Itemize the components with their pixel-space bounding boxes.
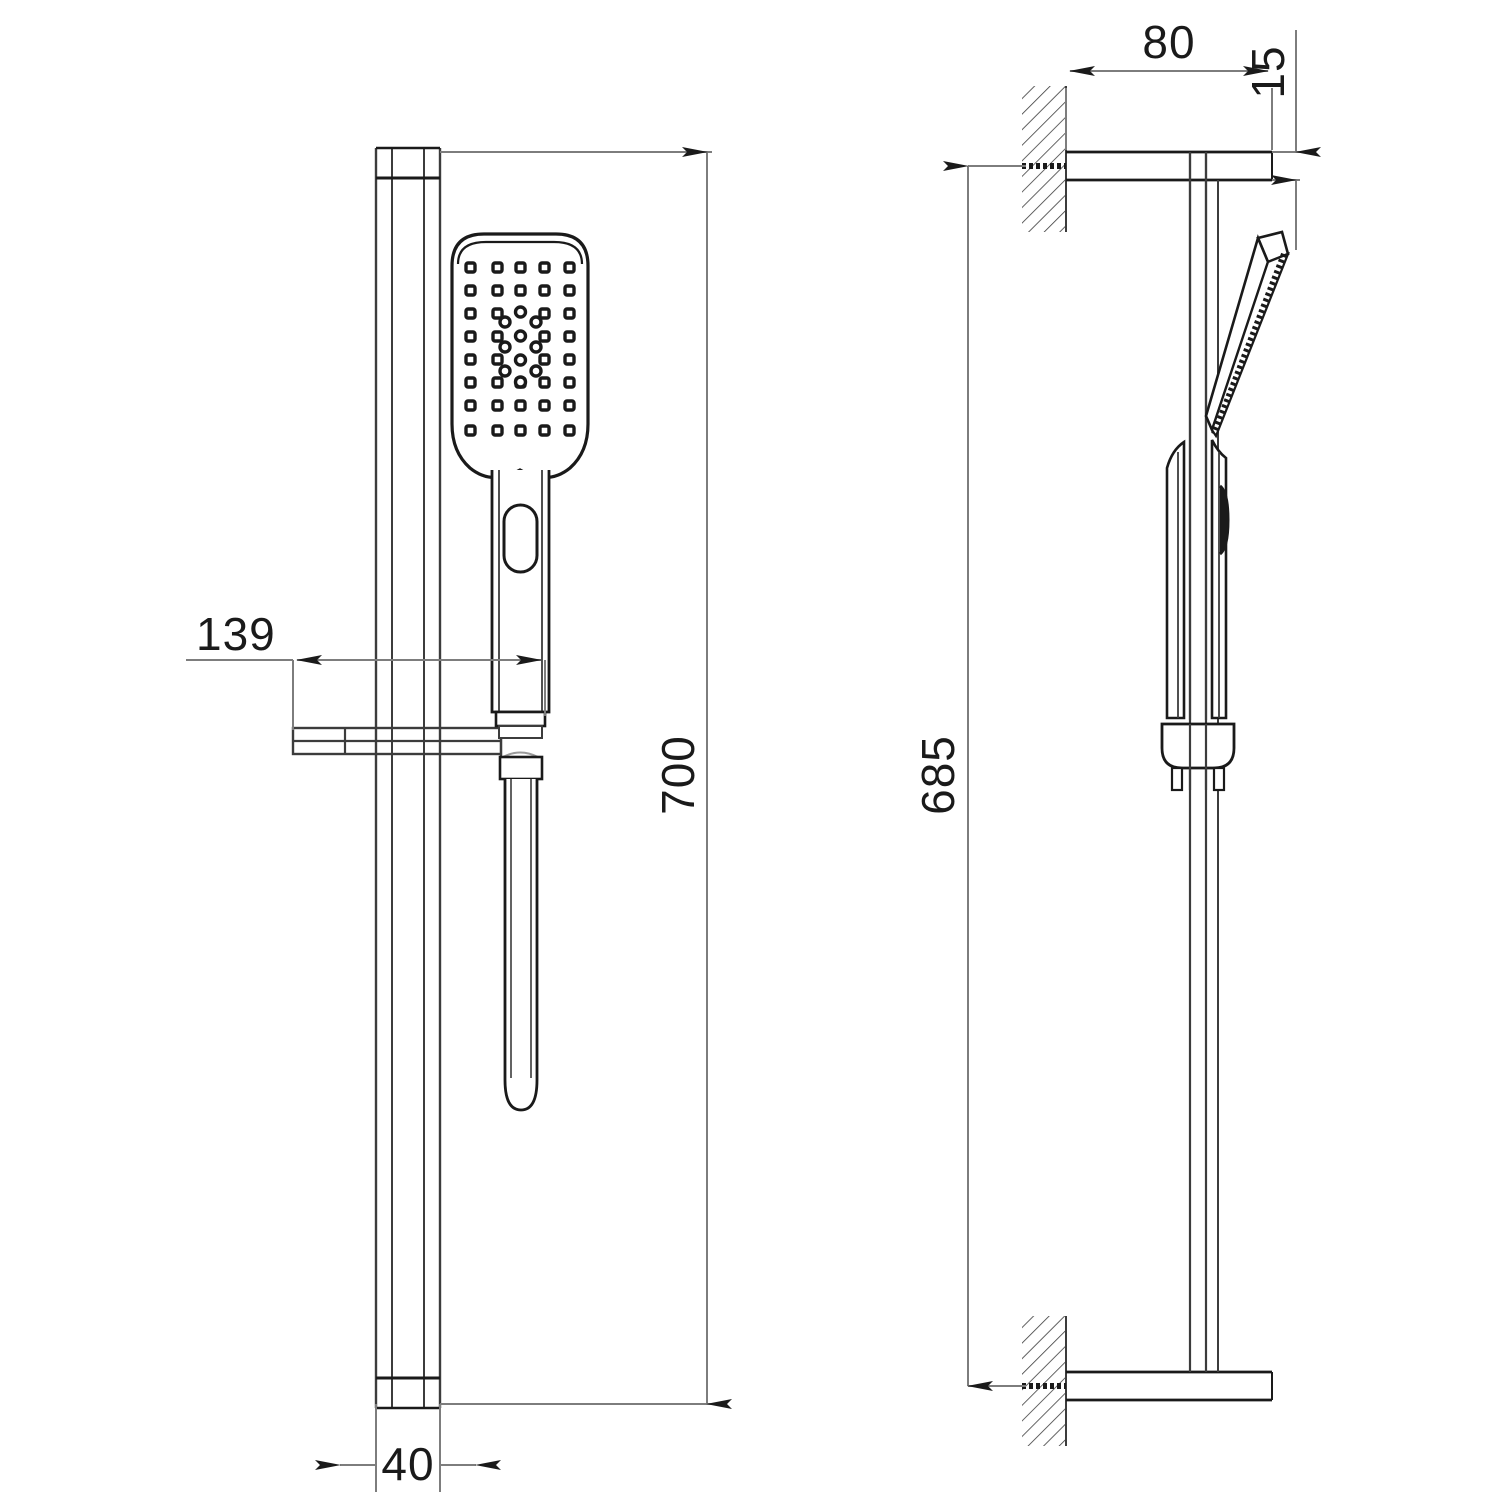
side-view: 80 15 685 [912, 16, 1321, 1446]
wall-hatch-lower [1022, 1316, 1067, 1446]
shower-hose [503, 779, 539, 1112]
spray-nozzle-grid [464, 261, 576, 437]
hose-connector-collar [494, 710, 547, 781]
dimension-15-text: 15 [1242, 45, 1294, 98]
dimension-700-text: 700 [652, 735, 704, 815]
dimension-139-text: 139 [196, 608, 276, 660]
dimension-80: 80 [1065, 16, 1273, 150]
slide-rail [374, 146, 442, 1410]
dimension-685-text: 685 [912, 735, 964, 815]
dimension-80-text: 80 [1142, 16, 1195, 68]
lower-wall-bracket [968, 1370, 1273, 1402]
dimension-139: 139 [186, 608, 546, 730]
spray-nozzle-diamond [498, 305, 543, 389]
shower-handset-side-handle [1165, 439, 1230, 720]
dimension-15: 15 [1242, 30, 1321, 250]
dimension-40-text: 40 [381, 1438, 434, 1490]
shower-handset-side-head [1204, 230, 1290, 439]
wall-hatch-upper [1022, 86, 1067, 232]
front-view: 700 139 40 [186, 146, 732, 1492]
mode-select-button[interactable] [502, 503, 539, 574]
dimension-700: 700 [440, 147, 732, 1409]
dimension-40: 40 [315, 1404, 501, 1492]
dimension-685: 685 [912, 161, 1026, 1391]
rail-slider-bracket [291, 712, 503, 772]
handset-holder-cradle [1160, 722, 1236, 792]
